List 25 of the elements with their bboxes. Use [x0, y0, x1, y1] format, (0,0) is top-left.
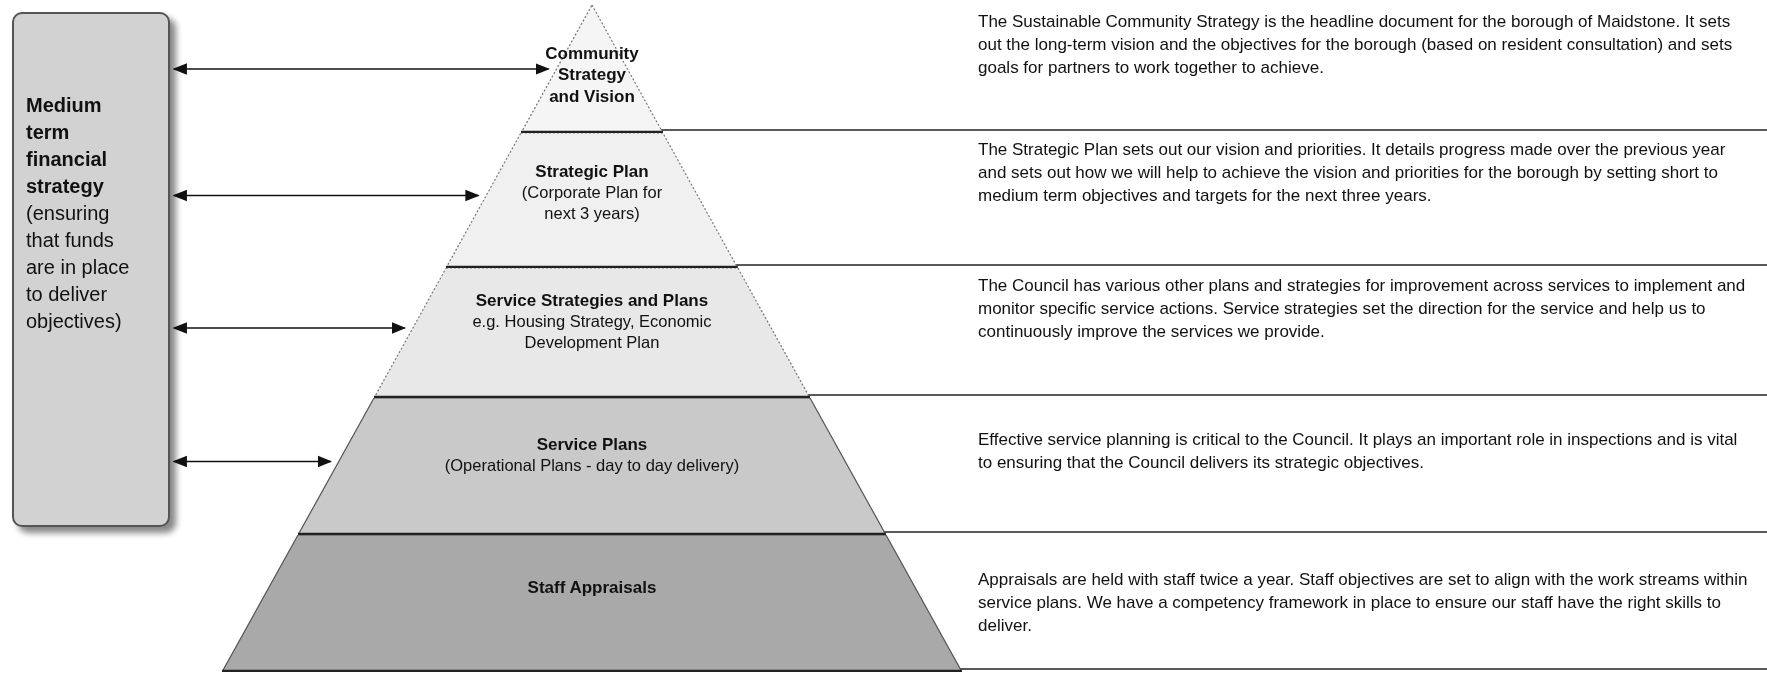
panel-text: (ensuring that funds are in place to deliver objectives): [26, 201, 131, 334]
description-text: Appraisals are held with staff twice a year. Staff objectives are set to align with the work streams within service plans. We have a competency framework in place to ensure our staff have the right skills to deliver.: [978, 569, 1748, 637]
description-text: The Sustainable Community Strategy is the headline document for the borough of Maidstone. It sets out the long-term vision and the objectives for the borough (based on resident consultation) and sets goals for partners to work together to achieve.: [978, 11, 1734, 79]
description-text: Effective service planning is critical to the Council. It plays an important role in inspections and is vital to ensuring that the Council delivers its strategic objectives.: [978, 429, 1739, 474]
tier-title: Staff Appraisals: [527, 577, 657, 599]
tier-title: Service Plans: [536, 434, 648, 456]
tier-subtitle: (Corporate Plan for next 3 years): [520, 182, 664, 224]
double-arrow: [172, 322, 407, 334]
pyramid-tier: [521, 5, 663, 133]
double-arrow: [172, 455, 333, 468]
pyramid-tier: [446, 133, 738, 268]
strategy-panel: [12, 12, 170, 527]
description-text: The Council has various other plans and strategies for improvement across services to implement and monitor specific service actions. Service strategies set the direction for the service and help us to continuously improve the services we provide.: [978, 275, 1747, 343]
pyramid-tier: [298, 398, 886, 535]
pyramid-tier: [374, 268, 810, 398]
tier-subtitle: (Operational Plans - day to day delivery): [444, 455, 740, 476]
double-arrow: [172, 189, 480, 202]
tier-subtitle: e.g. Housing Strategy, Economic Development Plan: [471, 311, 713, 353]
pyramid-tier: [222, 535, 962, 672]
description-text: The Strategic Plan sets out our vision and priorities. It details progress made over the previous year and sets out how we will help to achieve the vision and priorities for the borough by setting short to medium term objectives and targets for the next three years.: [978, 139, 1727, 207]
tier-title: Service Strategies and Plans: [475, 290, 709, 312]
tier-title: Community Strategy and Vision: [544, 43, 640, 107]
double-arrow: [172, 63, 550, 75]
tier-title: Strategic Plan: [535, 161, 649, 183]
panel-heading: Medium term financial strategy: [26, 93, 109, 199]
